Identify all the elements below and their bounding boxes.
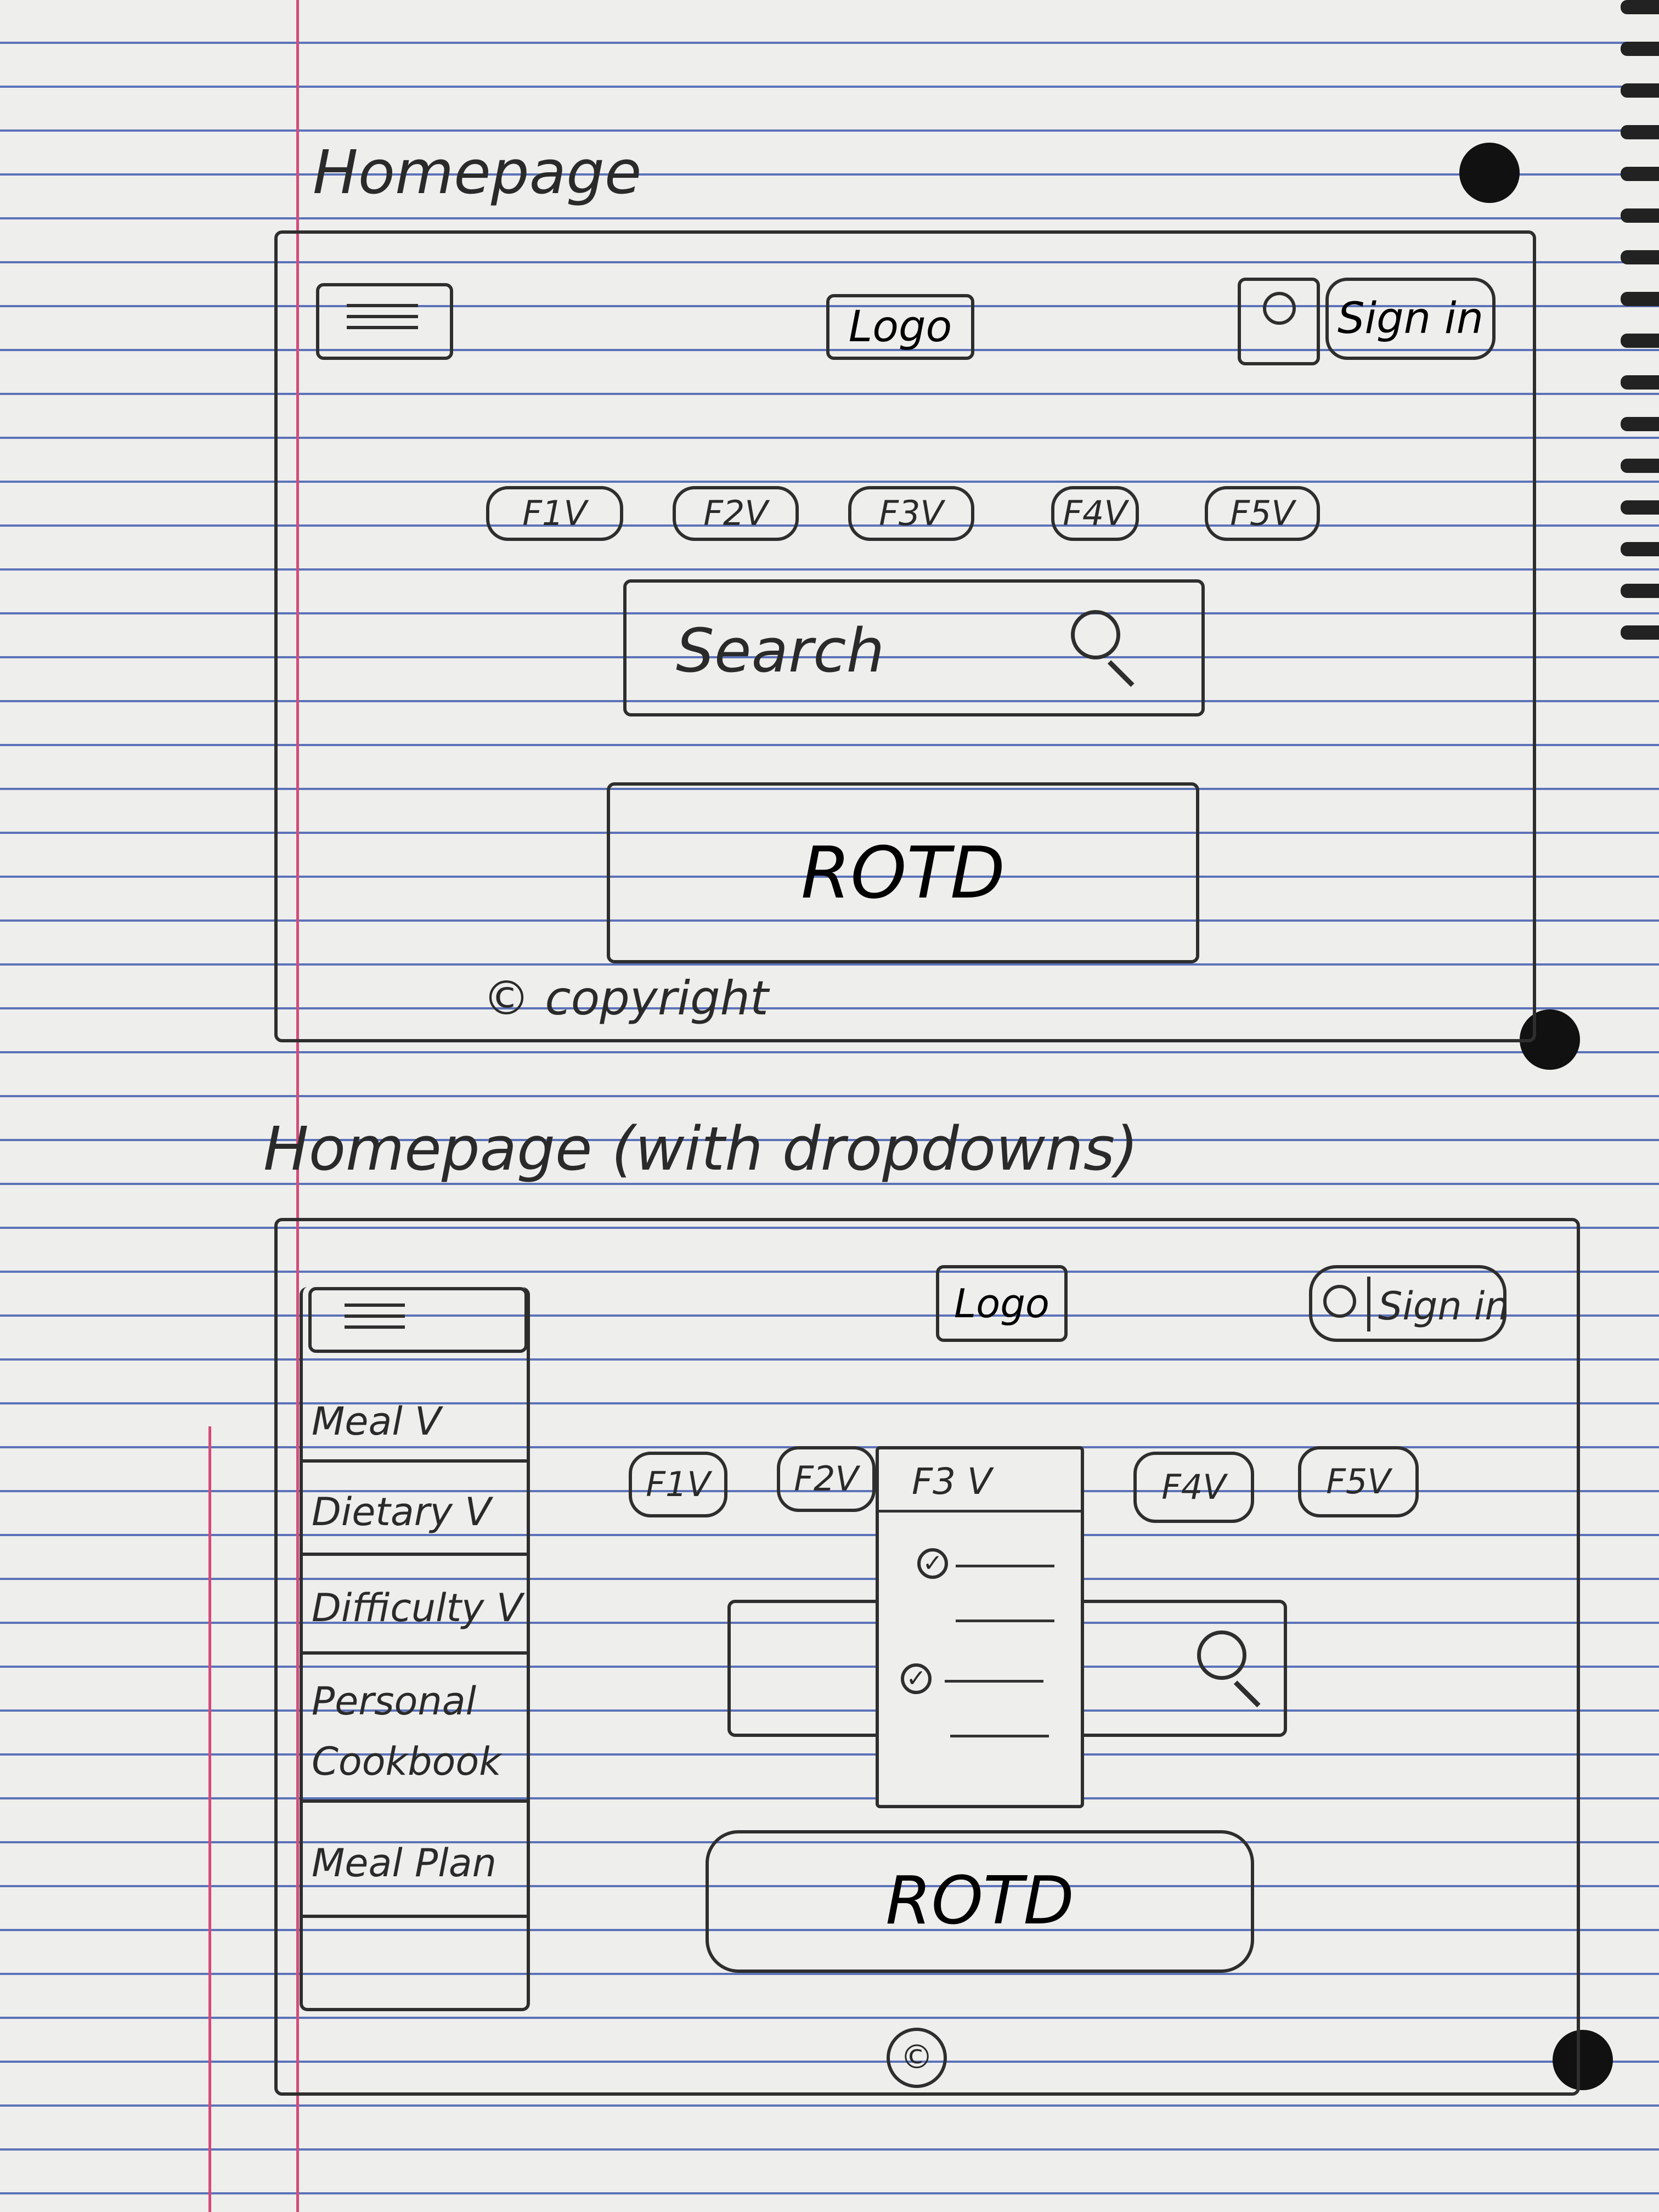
sketch1-filter-3[interactable]: F3V [848,486,974,541]
sketch1-rotd-card[interactable]: ROTD [607,782,1199,963]
sketch2-sidebar: Meal V Dietary V Difficulty V Personal C… [300,1287,530,2011]
option-text[interactable] [950,1735,1049,1737]
spiral-binding [1621,0,1659,713]
search-placeholder: Search [676,616,885,686]
sidebar-item-difficulty[interactable]: Difficulty V [303,1561,527,1655]
option-text [945,1680,1043,1683]
sketch2-filter-4[interactable]: F4V [1133,1452,1254,1523]
sketch1-sign-in-button[interactable]: Sign in [1325,278,1496,360]
hamburger-icon [345,1296,405,1336]
sketch2-frame: Meal V Dietary V Difficulty V Personal C… [274,1218,1580,2096]
sidebar-item-dietary[interactable]: Dietary V [303,1468,527,1556]
sketch1-frame: Logo Sign in F1V F2V F3V F4V F5V Search … [274,230,1536,1042]
binder-hole [1459,143,1520,203]
margin-line-lower [208,1426,211,2212]
sketch1-title: Homepage [313,137,642,207]
user-icon[interactable] [1323,1285,1356,1318]
sidebar-item-personal-cookbook[interactable]: Personal Cookbook [303,1660,527,1803]
binder-hole [1553,2030,1613,2090]
sketch1-menu-button[interactable] [316,283,453,360]
dropdown-label: F3 V [912,1460,992,1503]
sketch1-filter-2[interactable]: F2V [673,486,799,541]
magnifier-icon[interactable] [1071,610,1135,687]
margin-line [296,0,299,2212]
sketch1-logo[interactable]: Logo [826,294,974,360]
sketch2-filter-3-dropdown[interactable]: F3 V ✓ ✓ [876,1446,1084,1808]
sketch2-filter-2[interactable]: F2V [777,1446,876,1512]
sketch1-filter-5[interactable]: F5V [1205,486,1320,541]
sketch2-menu-button[interactable] [308,1287,528,1353]
option-checkbox-checked[interactable]: ✓ [901,1663,932,1694]
option-checkbox-checked[interactable]: ✓ [917,1548,948,1579]
sketch1-account-button[interactable] [1238,278,1320,365]
option-text [956,1565,1054,1567]
sidebar-item-meal[interactable]: Meal V [303,1380,527,1463]
sketch2-rotd-card[interactable]: ROTD [706,1830,1254,1973]
sketch2-filter-5[interactable]: F5V [1298,1446,1419,1517]
sketch2-title: Homepage (with dropdowns) [263,1114,1138,1184]
sketch2-logo[interactable]: Logo [936,1265,1068,1342]
user-icon [1263,292,1296,325]
sketch2-filter-1[interactable]: F1V [629,1452,727,1517]
sketch1-copyright: © copyright [483,971,769,1026]
sketch1-search-input[interactable]: Search [623,579,1205,716]
sketch1-filter-4[interactable]: F4V [1051,486,1139,541]
dropdown-header-divider [879,1510,1081,1513]
magnifier-icon[interactable] [1197,1630,1261,1708]
sketch1-filter-1[interactable]: F1V [486,486,623,541]
sketch2-account-area: Sign in [1309,1265,1509,1342]
sidebar-item-meal-plan[interactable]: Meal Plan [303,1808,527,1918]
hamburger-icon [347,296,418,337]
sketch2-copyright-symbol: © [887,2028,947,2088]
divider [1367,1277,1370,1331]
option-text[interactable] [956,1620,1054,1622]
sketch2-sign-in-button[interactable]: Sign in [1378,1284,1509,1329]
